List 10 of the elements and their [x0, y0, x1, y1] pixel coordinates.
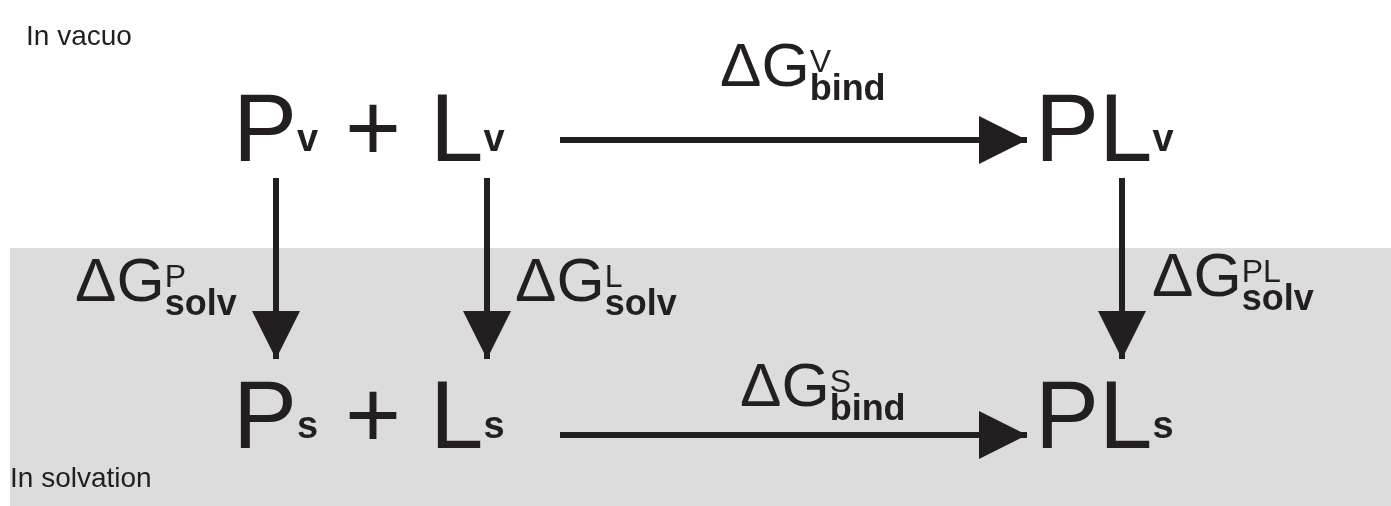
arrow	[252, 178, 300, 359]
plus-sign: +	[345, 78, 402, 178]
arrow	[560, 116, 1027, 164]
arrow	[560, 411, 1027, 459]
arrow	[463, 178, 511, 359]
arrow	[1098, 178, 1146, 359]
solvation-band	[10, 248, 1391, 506]
region-label: In vacuo	[26, 20, 132, 52]
plus-sign: +	[345, 365, 402, 465]
region-label: In solvation	[10, 462, 152, 494]
